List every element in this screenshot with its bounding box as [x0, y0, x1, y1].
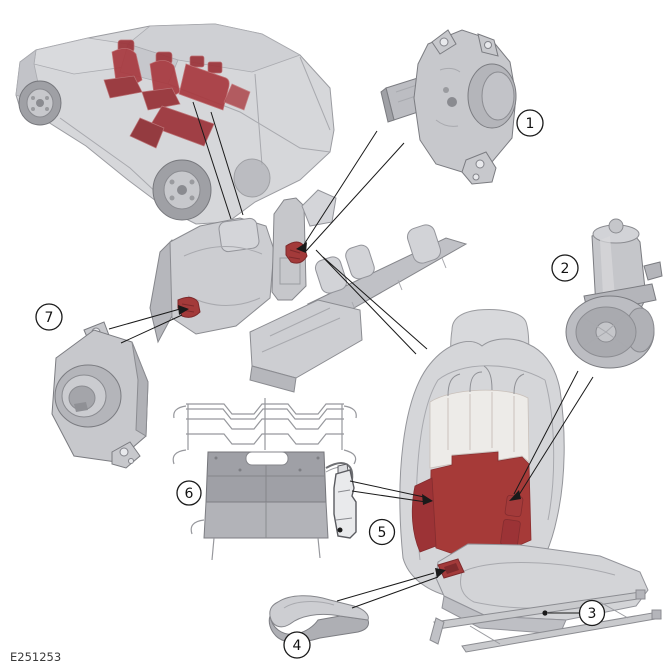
vehicle-rear-wheel	[152, 159, 212, 221]
part-2-motor	[565, 218, 663, 369]
leader-dot	[542, 610, 548, 616]
callout-7-number: 7	[45, 310, 54, 326]
divider-wire-uprights	[187, 398, 343, 450]
divider-wire-row	[186, 403, 344, 415]
part-4-armrest	[268, 595, 369, 643]
module7-hole	[119, 447, 129, 457]
rear-cushion-seams	[261, 307, 341, 353]
callout-1-circle	[516, 109, 544, 137]
module7-edge	[131, 341, 149, 437]
callout-5-number: 5	[378, 525, 387, 541]
leader-part7-to-left-motor	[108, 305, 189, 344]
leader-vehicle-to-rear-seat	[192, 101, 244, 220]
seat-track-crossbars	[469, 601, 629, 645]
divider-wire-row	[186, 408, 344, 420]
callout-2-number: 2	[561, 261, 570, 277]
leader-part1-to-center-motor	[296, 130, 405, 253]
callout-1: 1	[516, 109, 544, 137]
module-hole	[472, 173, 480, 181]
callout-4-circle	[283, 631, 311, 659]
callout-2: 2	[551, 254, 579, 282]
module-hole	[439, 37, 449, 47]
part-1-motor-module	[380, 29, 517, 185]
vehicle-rear-pillar	[254, 56, 331, 166]
part-6-divider-panel	[172, 398, 357, 561]
callout-4: 4	[283, 631, 311, 659]
leader-part4-to-armrest-mount	[336, 568, 446, 609]
rear-seat-cushion	[249, 299, 363, 379]
arrowhead	[509, 490, 521, 501]
module7-hole	[128, 458, 134, 464]
highlighted-right-patch	[500, 519, 521, 548]
heat-mat-wire-leads	[447, 365, 525, 397]
divider-panel-seams	[207, 465, 325, 502]
module-pin	[443, 87, 449, 93]
callout-5: 5	[368, 518, 396, 546]
callout-6-circle	[176, 480, 202, 506]
seat-track-foot	[429, 617, 445, 645]
motor-dome	[608, 218, 624, 234]
module-connector-face	[380, 87, 395, 123]
heat-mat-stitches	[447, 392, 515, 452]
armrest-mount-slot	[444, 563, 459, 574]
module7-drum-notch	[74, 402, 88, 412]
vehicle-rocker	[59, 117, 161, 197]
rail-headrest	[406, 224, 442, 264]
figure-id-label: E251253	[10, 650, 61, 664]
module-shaft	[447, 97, 457, 107]
callout-3: 3	[578, 599, 606, 627]
rear-seat-center-headrest	[301, 189, 337, 227]
module-motor-boss-face	[481, 71, 515, 121]
module-hole	[475, 159, 485, 169]
callout-7: 7	[35, 303, 63, 331]
callout-7-circle	[35, 303, 63, 331]
arrowhead	[435, 568, 446, 578]
arrowhead	[178, 305, 189, 315]
callout-6-number: 6	[185, 486, 194, 502]
callout-5-circle	[368, 518, 396, 546]
divider-wire-row	[186, 418, 344, 430]
highlighted-side-bolster	[411, 477, 437, 553]
part-5-bracket	[325, 462, 357, 539]
callout-1-number: 1	[526, 116, 535, 132]
module-detail-lines	[435, 67, 461, 127]
callout-3-number: 3	[588, 606, 597, 622]
armrest-seam	[283, 601, 335, 609]
bracket-body	[333, 469, 357, 539]
vehicle-farside-wheel	[233, 158, 271, 198]
arrowhead	[422, 494, 433, 505]
module-hole	[484, 41, 492, 49]
rear-seat-cushion-front	[249, 365, 297, 393]
seat-track-foot	[651, 609, 662, 620]
leader-part5-to-seat-bolster	[349, 480, 433, 505]
rear-seat-headrest	[218, 217, 260, 253]
divider-legs	[211, 537, 321, 561]
highlighted-fold-motor-left	[177, 296, 201, 318]
motor-gear-ribs	[583, 313, 629, 349]
seat-track-foot	[635, 589, 646, 600]
bracket-fastener-dot	[337, 527, 343, 533]
arrowhead	[296, 242, 307, 253]
motor-connector-tab	[643, 261, 663, 281]
leader-lines	[108, 101, 594, 616]
callout-3-circle	[578, 599, 606, 627]
callout-2-circle	[551, 254, 579, 282]
leader-part2-to-seat-side	[509, 370, 594, 501]
part-7-motor-module	[51, 321, 149, 469]
vehicle-cutaway-illustration	[15, 23, 335, 225]
bracket-detail	[335, 489, 353, 521]
callout-6: 6	[176, 480, 202, 506]
rail-headrest	[345, 244, 375, 280]
fold-motor-center-detail	[288, 249, 301, 260]
callout-4-number: 4	[293, 638, 302, 654]
rear-seat-assembly	[149, 189, 468, 393]
leader-part3-to-track	[542, 610, 580, 616]
divider-hooks	[172, 405, 357, 535]
highlighted-rear-seats	[103, 39, 251, 149]
leader-rear-seat-to-front-seat	[315, 249, 428, 355]
divider-handle-cutout	[245, 451, 289, 466]
vehicle-front-wheel	[18, 80, 62, 126]
divider-wire-row	[186, 433, 344, 445]
